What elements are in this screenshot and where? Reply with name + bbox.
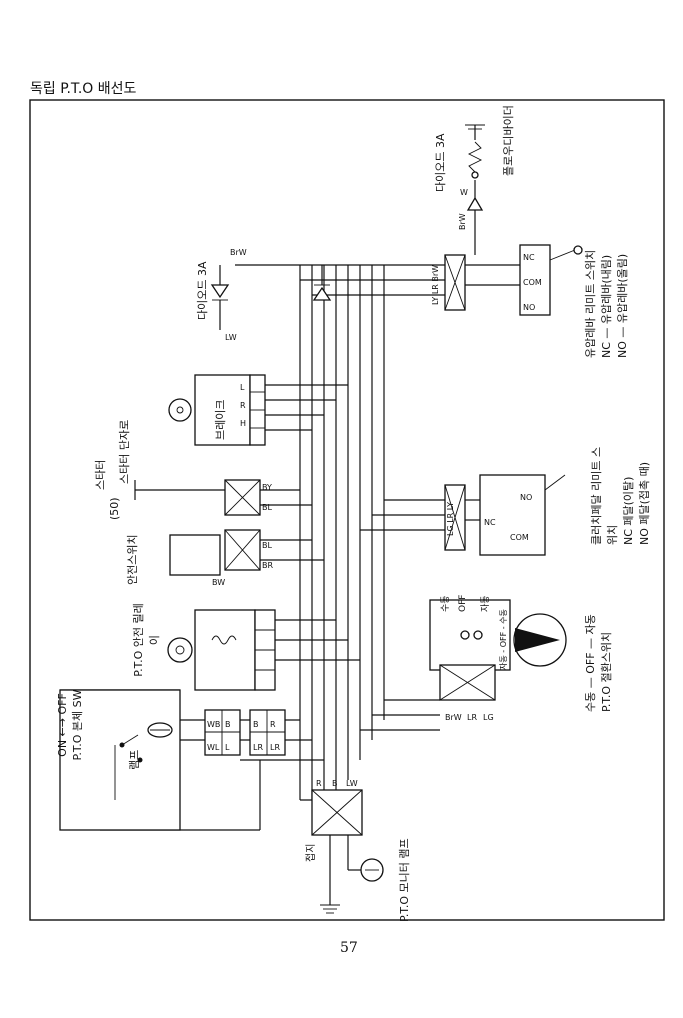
pto-select-auto-label: 자동 xyxy=(481,595,491,612)
svg-text:NO: NO xyxy=(520,493,532,502)
hyd-limit-switch-nc: NC — 유압레바(내림) xyxy=(600,254,613,358)
svg-text:NO: NO xyxy=(523,303,535,312)
brake-label: 브레이크 xyxy=(214,399,227,440)
svg-text:H: H xyxy=(240,419,246,428)
diode-left-symbol xyxy=(210,265,230,330)
svg-text:R: R xyxy=(240,401,246,410)
svg-text:NC: NC xyxy=(484,518,496,527)
svg-text:BW: BW xyxy=(212,578,225,587)
svg-text:COM: COM xyxy=(510,533,529,542)
svg-text:BR: BR xyxy=(262,561,273,570)
safety-switch-label: 안전스위치 xyxy=(126,534,139,585)
hyd-limit-switch-body xyxy=(519,244,551,316)
svg-text:LR: LR xyxy=(253,743,263,752)
pto-main-switch-name: P.T.O 본체 SW xyxy=(71,689,84,761)
pto-select-dial[interactable] xyxy=(513,613,567,667)
lamp-label: 램프 xyxy=(128,749,141,770)
svg-text:L: L xyxy=(225,743,230,752)
pto-main-switch-contact xyxy=(114,734,143,800)
svg-text:B: B xyxy=(225,720,231,729)
pto-main-switch-states: ON ←→ OFF xyxy=(56,693,69,757)
svg-text:LG: LG xyxy=(483,713,494,722)
svg-text:LW: LW xyxy=(346,779,358,788)
page-title: 독립 P.T.O 배선도 xyxy=(30,81,137,97)
svg-text:W: W xyxy=(460,188,468,197)
diagram-frame xyxy=(29,99,665,921)
pto-main-switch-label: ON ←→ OFF P.T.O 본체 SW xyxy=(56,670,85,780)
svg-text:BY: BY xyxy=(262,483,272,492)
svg-text:COM: COM xyxy=(523,278,542,287)
hyd-limit-switch-label: 유압레바 리미트 스위치 NC — 유압레바(내림) NO — 유압레바(올림) xyxy=(582,233,630,358)
svg-text:R: R xyxy=(270,720,276,729)
clutch-limit-switch-nc: NC 페달(이탈) xyxy=(622,476,635,545)
pto-main-switch-box xyxy=(59,689,181,831)
hyd-limit-switch-name: 유압레바 리미트 스위치 xyxy=(584,249,597,358)
diode-right-label: 다이오드 3A xyxy=(434,133,447,193)
flow-divider-coil xyxy=(467,141,483,173)
pto-select-off-label: OFF xyxy=(458,594,468,612)
pto-monitor-lamp-label: P.T.O 모니터 램프 xyxy=(398,838,411,922)
svg-text:R: R xyxy=(316,779,322,788)
svg-text:B: B xyxy=(332,779,338,788)
pto-select-switch-body xyxy=(429,599,511,671)
flow-divider-diode xyxy=(466,196,484,211)
pto-safety-relay-body xyxy=(194,609,256,691)
svg-text:LR: LR xyxy=(467,713,477,722)
lamp-connector xyxy=(249,709,286,756)
svg-text:BrW: BrW xyxy=(445,713,462,722)
svg-text:L: L xyxy=(240,383,245,392)
svg-text:LG LR LY: LG LR LY xyxy=(446,502,455,536)
starter-terminal-code: (50) xyxy=(108,497,121,520)
pto-select-dial-label: 자동 - OFF - 수동 xyxy=(499,609,508,670)
svg-text:B: B xyxy=(253,720,259,729)
pto-select-manual-label: 수동 xyxy=(441,595,451,612)
svg-text:BL: BL xyxy=(262,503,272,512)
svg-text:WB: WB xyxy=(207,720,220,729)
clutch-limit-switch-no: NO 페달(접촉 때) xyxy=(638,461,651,545)
pto-select-switch-label: 수동 — OFF — 자동 P.T.O 절환스위치 xyxy=(584,614,613,712)
diode-right-symbol xyxy=(312,265,332,301)
vertical-bus-wires xyxy=(299,265,385,800)
svg-text:BrW: BrW xyxy=(458,213,467,230)
safety-switch-body xyxy=(169,534,221,576)
starter-terminal-label: 스타터 단자로 xyxy=(118,419,131,484)
pto-safety-relay-label: P.T.O 안전 릴레이 xyxy=(132,603,161,677)
svg-text:BL: BL xyxy=(262,541,272,550)
starter-label: 스타터 xyxy=(94,459,107,490)
svg-text:LY LR BrW: LY LR BrW xyxy=(431,265,440,305)
flow-divider-label: 플로우디바이더 xyxy=(502,105,515,176)
clutch-limit-switch-name: 클러치페달 리미트 스위치 xyxy=(590,446,619,545)
ground-label: 접지 xyxy=(306,843,317,862)
clutch-limit-switch-body xyxy=(479,474,546,556)
svg-text:WL: WL xyxy=(207,743,220,752)
hyd-limit-switch-no: NO — 유압레바(올림) xyxy=(616,253,629,358)
svg-text:BrW: BrW xyxy=(230,248,247,257)
switch-connector xyxy=(204,709,241,756)
svg-text:NC: NC xyxy=(523,253,535,262)
ground-symbol-main xyxy=(320,904,340,914)
page-number: 57 xyxy=(340,940,358,956)
svg-text:LR: LR xyxy=(270,743,280,752)
svg-text:LW: LW xyxy=(225,333,237,342)
clutch-limit-switch-label: 클러치페달 리미트 스위치 NC 페달(이탈) NO 페달(접촉 때) xyxy=(588,445,652,545)
diode-left-label: 다이오드 3A xyxy=(196,261,209,321)
